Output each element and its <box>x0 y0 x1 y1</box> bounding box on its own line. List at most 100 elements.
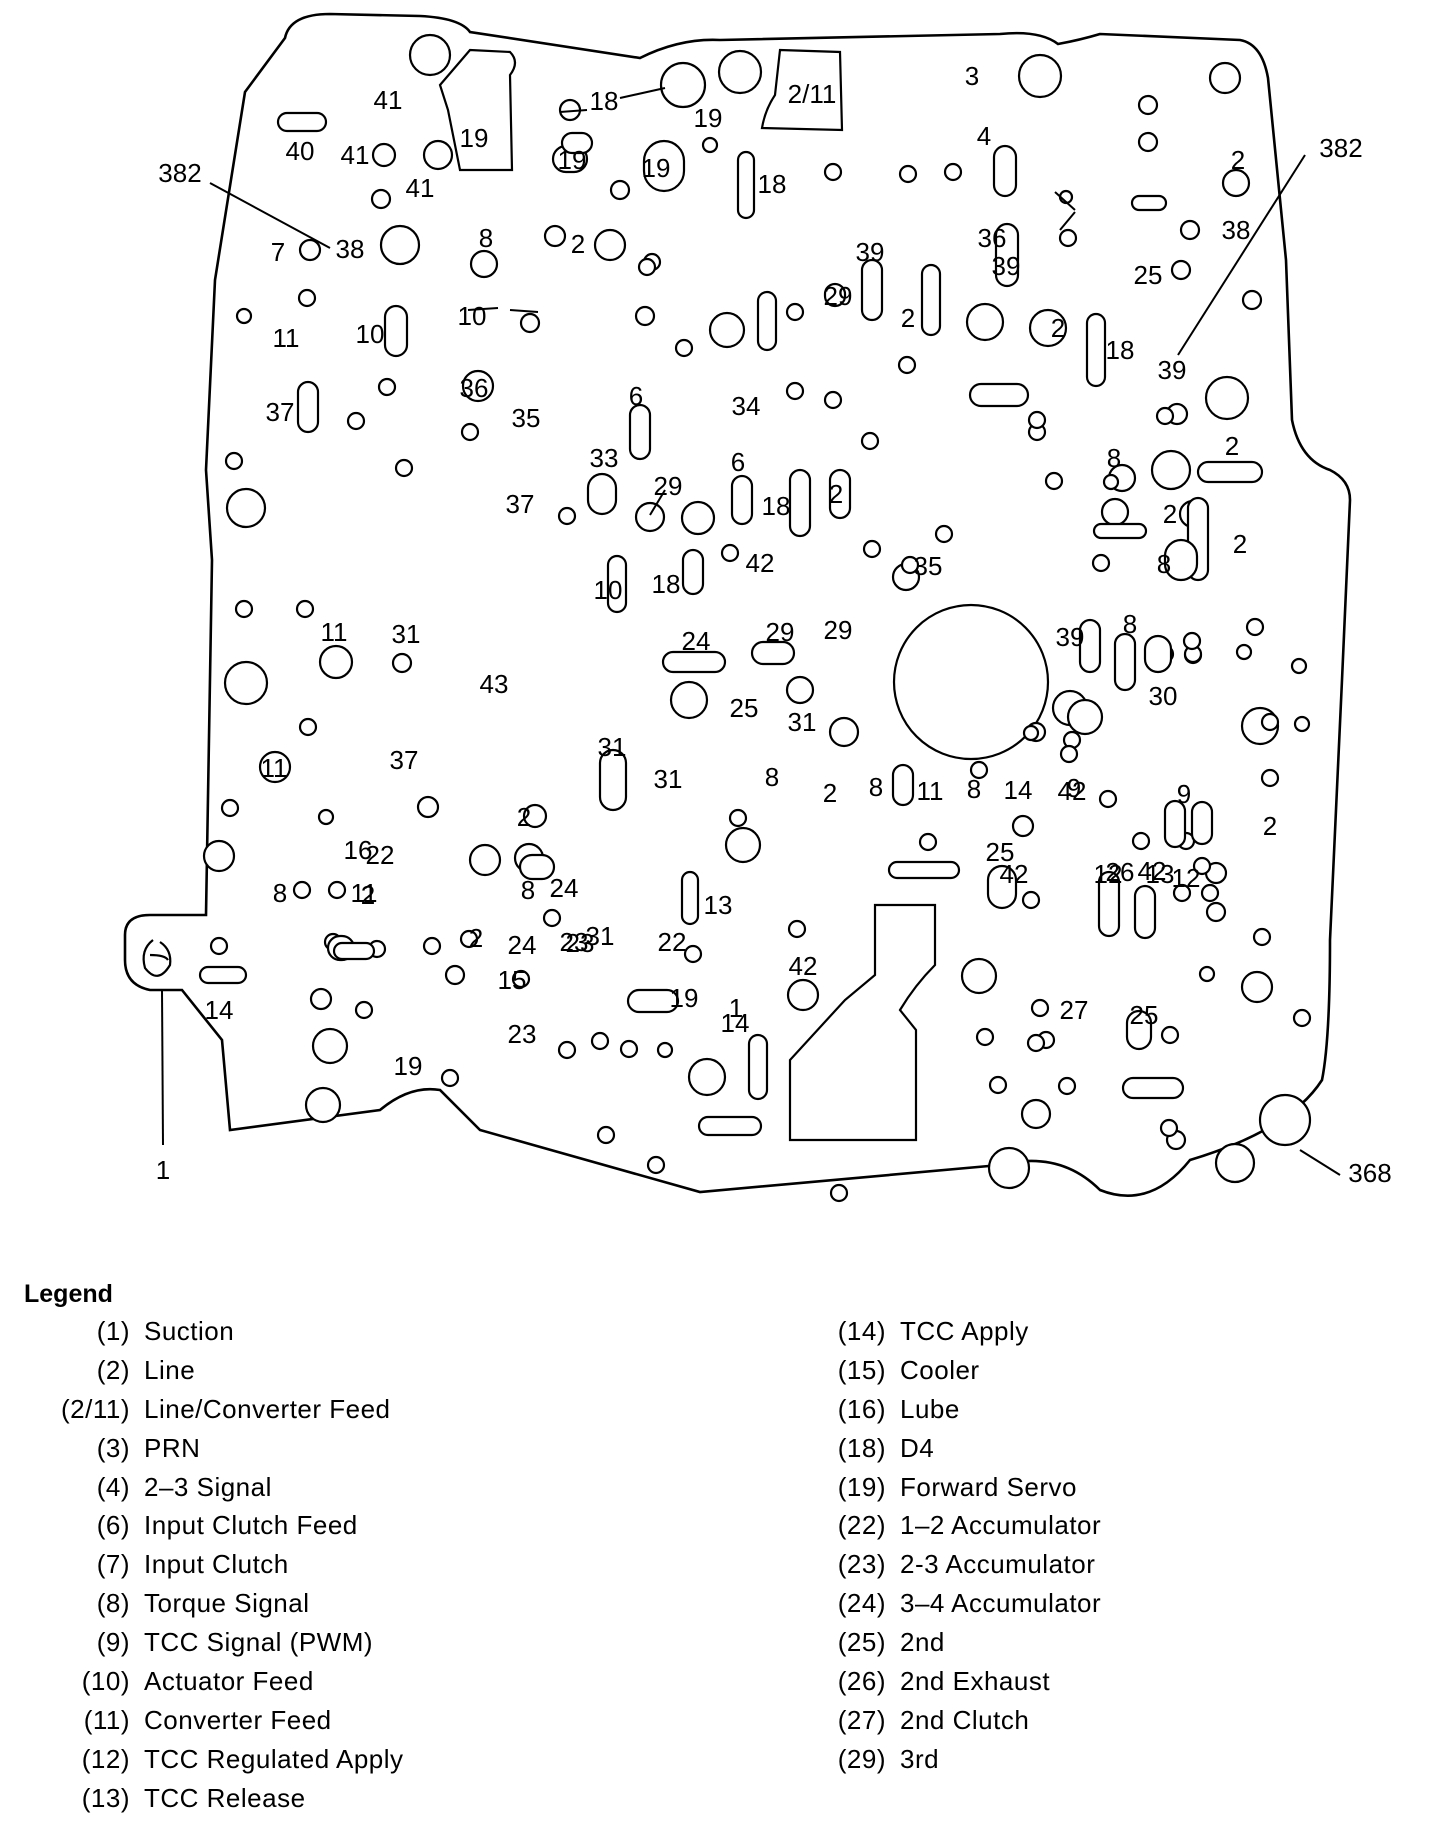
passage-hole <box>943 162 963 182</box>
passage-hole <box>311 1027 349 1065</box>
legend-item: (4)2–3 Signal <box>10 1468 404 1507</box>
passage-label: 24 <box>550 873 579 903</box>
passage-label: 24 <box>508 930 537 960</box>
passage-label: 33 <box>590 443 619 473</box>
passage-hole <box>900 555 920 575</box>
passage-label: 22 <box>366 840 395 870</box>
passage-hole <box>590 1031 610 1051</box>
leader-line <box>1299 1149 1341 1176</box>
passage-hole <box>1100 497 1130 527</box>
passage-hole <box>1030 998 1050 1018</box>
legend-code: (13) <box>81 1782 130 1813</box>
leader-line <box>209 182 331 249</box>
passage-hole <box>220 798 240 818</box>
passage-label: 14 <box>205 995 234 1025</box>
legend-label: D4 <box>900 1432 935 1463</box>
legend-item: (13) TCC Release <box>10 1779 404 1818</box>
passage-hole <box>1252 927 1272 947</box>
passage-label: 13 <box>1146 859 1175 889</box>
passage-slot <box>828 468 852 520</box>
passage-hole <box>609 179 631 201</box>
passage-hole <box>1214 1142 1256 1184</box>
passage-hole <box>1137 131 1159 153</box>
legend-code: (19) <box>837 1471 886 1502</box>
passage-label: 37 <box>390 745 419 775</box>
passage-hole <box>511 969 531 989</box>
legend-label: TCC Signal (PWM) <box>144 1627 374 1658</box>
legend-code: (10) <box>81 1666 130 1697</box>
passage-label: 8 <box>1157 549 1171 579</box>
passage-label: 9 <box>1067 773 1081 803</box>
passage-hole <box>680 500 716 536</box>
legend-item: (9)TCC Signal (PWM) <box>10 1623 404 1662</box>
callout-label: 382 <box>158 158 201 188</box>
passage-slot <box>1121 1076 1185 1100</box>
passage-hole <box>234 599 254 619</box>
legend-label: 3rd <box>900 1743 940 1774</box>
legend-item: (25)2nd <box>770 1623 1101 1662</box>
callout-label: 1 <box>156 1155 170 1185</box>
legend-item: (2)Line <box>10 1351 404 1390</box>
legend-label: Input Clutch <box>144 1549 289 1580</box>
passage-label: 41 <box>406 173 435 203</box>
passage-slot <box>1078 618 1102 674</box>
legend-code: (18) <box>837 1432 886 1463</box>
passage-hole <box>1221 168 1251 198</box>
legend-item: (18) D4 <box>770 1429 1101 1468</box>
passage-hole <box>1137 94 1159 116</box>
passage-slot <box>1196 460 1264 484</box>
legend-code: (29) <box>837 1743 886 1774</box>
passage-label: 9 <box>1177 779 1191 809</box>
passage-label: 2 <box>1263 811 1277 841</box>
legend-code: (16) <box>837 1393 886 1424</box>
passage-slot <box>697 1115 763 1137</box>
legend-code: (24) <box>837 1588 886 1619</box>
legend-item: (29) 3rd <box>770 1740 1101 1779</box>
legend-item: (19)Forward Servo <box>770 1468 1101 1507</box>
passage-hole <box>309 987 333 1011</box>
legend-label: 2nd <box>900 1627 945 1658</box>
cutout-19 <box>438 48 517 172</box>
passage-hole <box>860 431 880 451</box>
legend-label: 2nd Exhaust <box>900 1666 1051 1697</box>
passage-hole <box>1293 715 1311 733</box>
passage-label: 41 <box>374 85 403 115</box>
legend-label: TCC Apply <box>900 1316 1029 1346</box>
cutout-2-11 <box>760 48 844 132</box>
legend-code: (15) <box>837 1354 886 1385</box>
legend-left-column: (1)Suction(2)Line(2/11)Line/Converter Fe… <box>10 1312 404 1818</box>
legend-label: Lube <box>900 1393 960 1424</box>
passage-hole <box>223 660 269 706</box>
legend-code: (23) <box>837 1549 886 1580</box>
legend-label: TCC Release <box>144 1782 306 1813</box>
passage-label: 43 <box>480 669 509 699</box>
passage-label: 23 <box>566 928 595 958</box>
legend-label: Input Clutch Feed <box>144 1510 358 1541</box>
passage-slot <box>1133 884 1157 940</box>
passage-label: 7 <box>271 237 285 267</box>
legend-item: (10)Actuator Feed <box>10 1662 404 1701</box>
passage-hole <box>379 224 421 266</box>
passage-hole <box>370 188 392 210</box>
passage-label: 39 <box>992 251 1021 281</box>
passage-slot <box>891 763 915 807</box>
passage-hole <box>468 843 502 877</box>
passage-hole <box>823 390 843 410</box>
legend-code: (1) <box>96 1316 130 1346</box>
passage-label: 2/11 <box>788 79 837 109</box>
passage-label: 23 <box>560 927 589 957</box>
passage-label: 39 <box>1158 355 1187 385</box>
passage-hole <box>1179 219 1201 241</box>
passage-slot <box>1085 312 1107 388</box>
passage-label: 14 <box>721 1008 750 1038</box>
passage-hole <box>519 312 541 334</box>
passage-hole <box>391 652 413 674</box>
passage-hole <box>1044 471 1064 491</box>
leader-line <box>559 109 588 113</box>
passage-label: 3 <box>965 61 979 91</box>
leader-line <box>1059 211 1076 231</box>
passage-hole <box>960 957 998 995</box>
legend-label: 2nd Clutch <box>900 1704 1030 1735</box>
passage-label: 29 <box>766 617 795 647</box>
